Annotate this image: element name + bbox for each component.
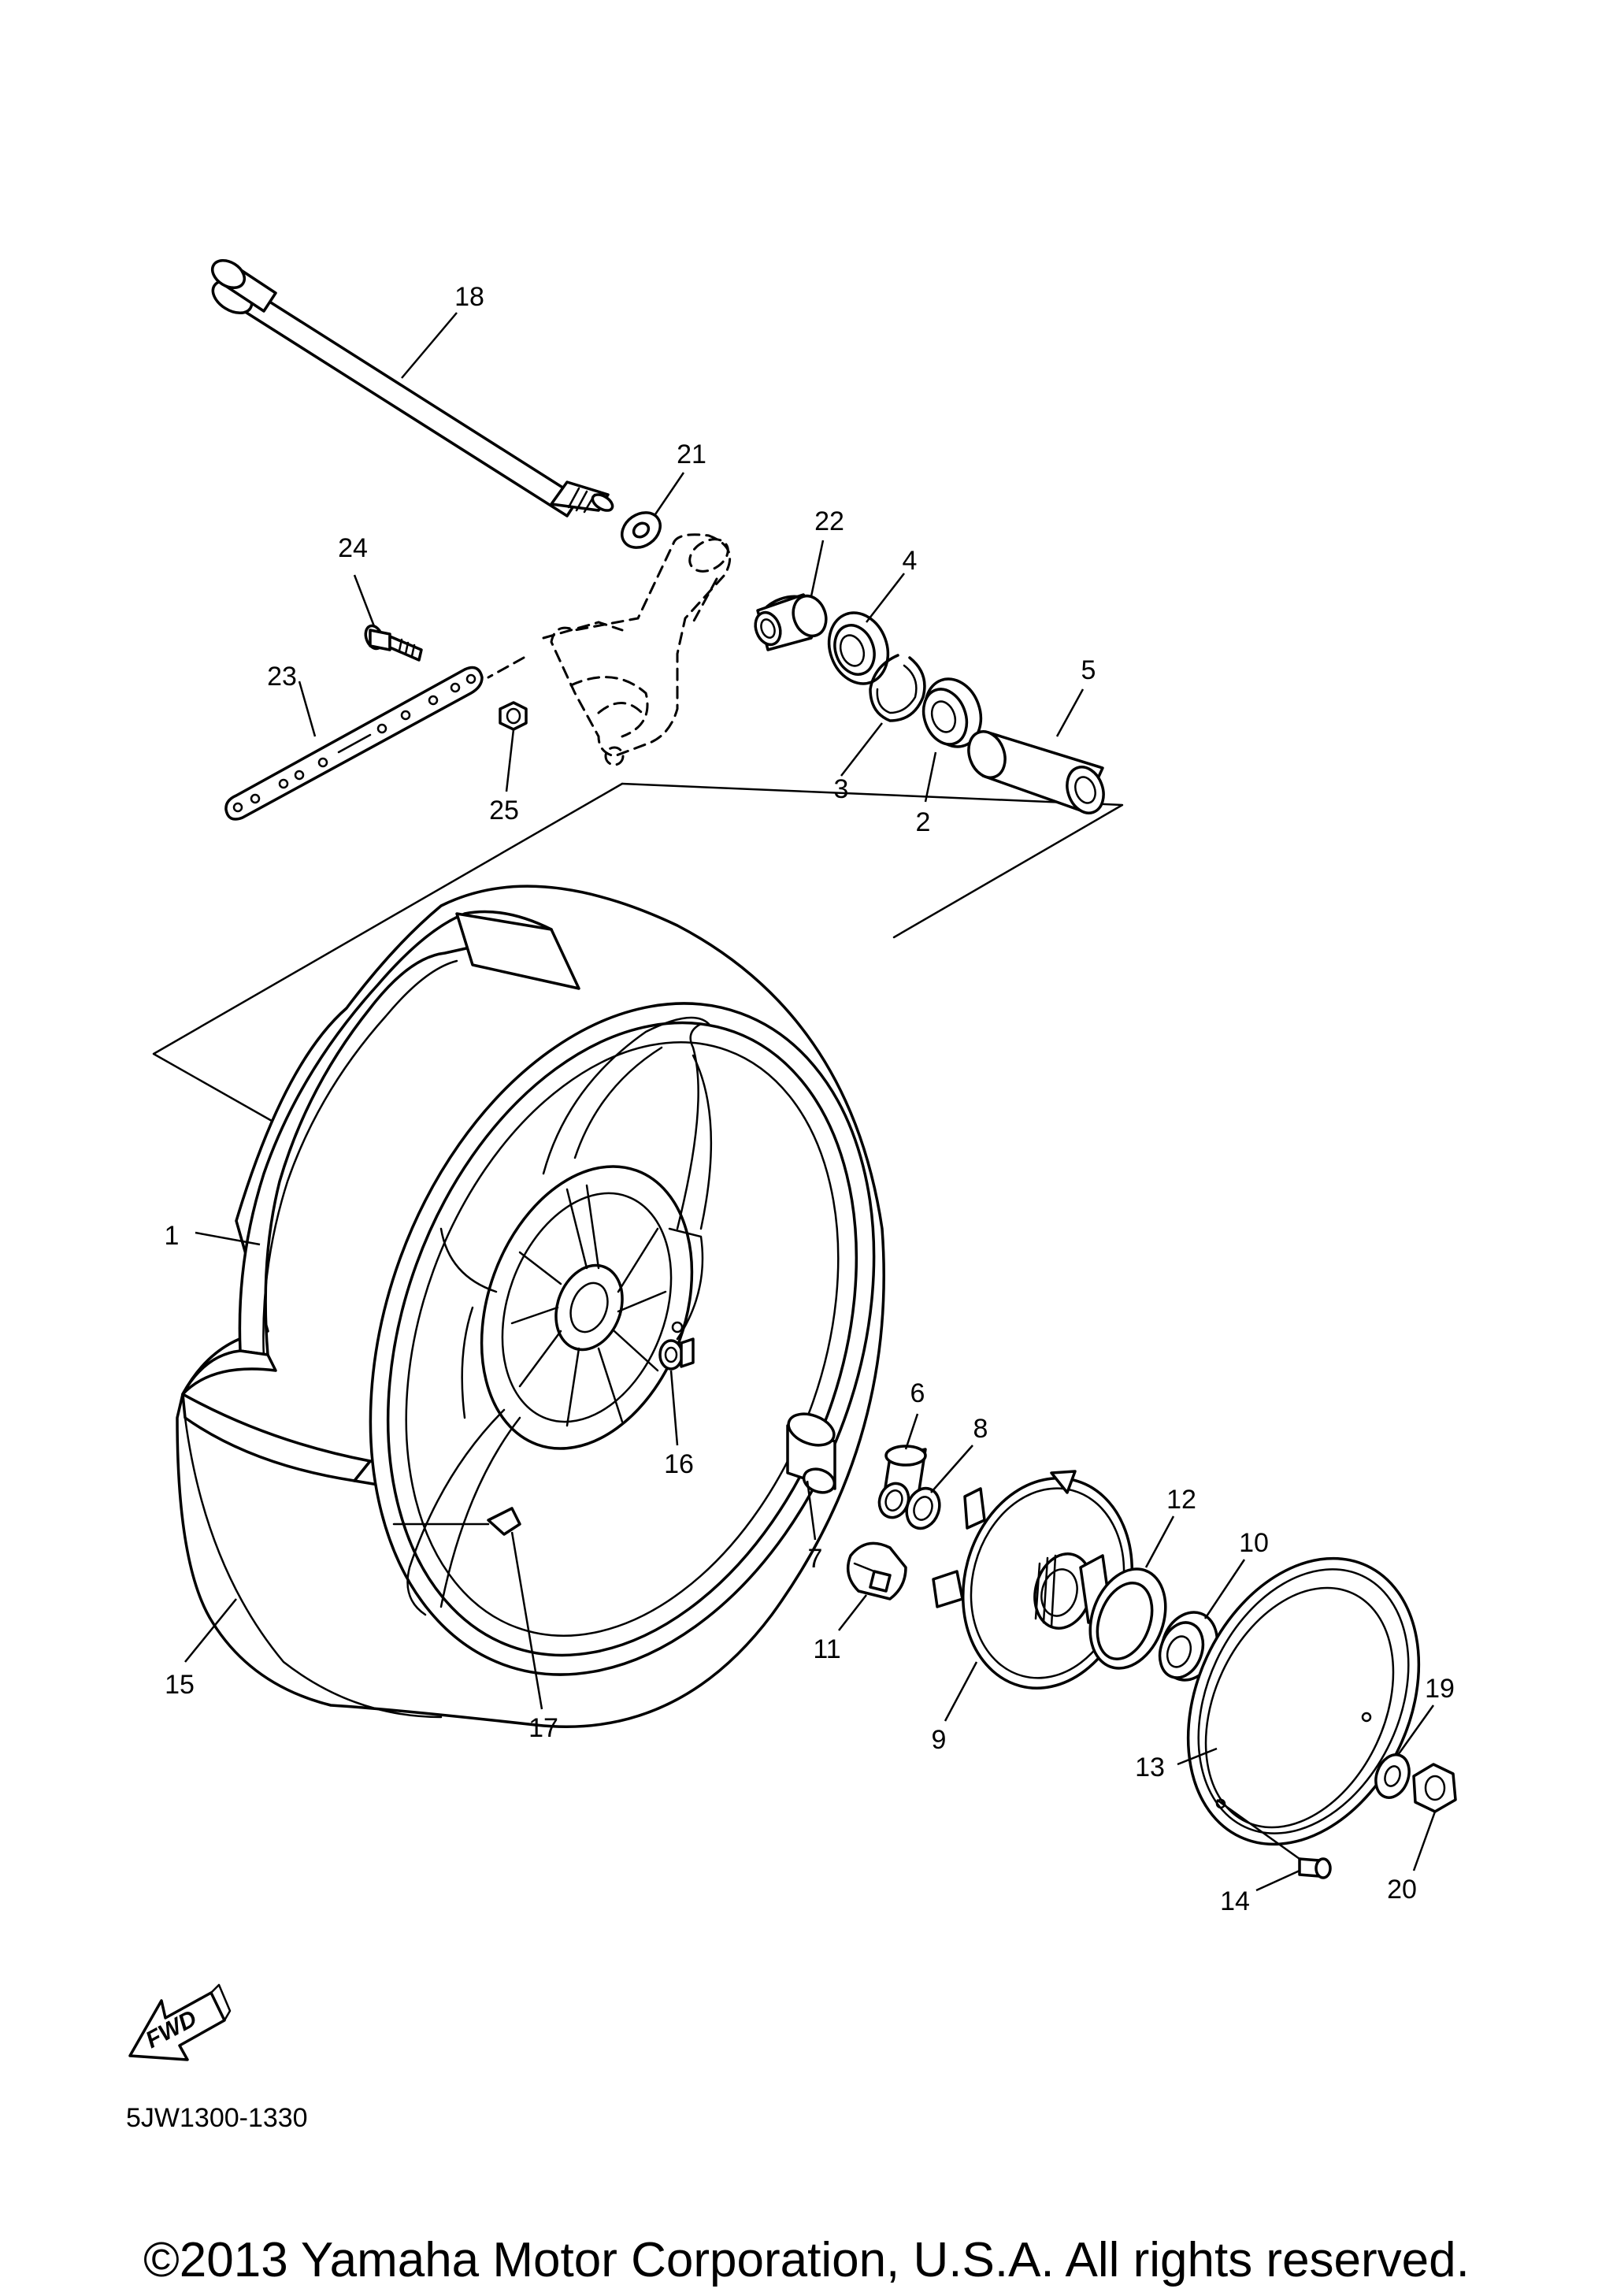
callout-16: 16 xyxy=(664,1449,694,1479)
copyright-notice: ©2013 Yamaha Motor Corporation, U.S.A. A… xyxy=(143,2233,1470,2287)
spacer-7 xyxy=(786,1412,836,1494)
driven-flange-9 xyxy=(932,1470,1134,1690)
oil-seal-4 xyxy=(827,611,890,685)
collar-22 xyxy=(754,593,828,651)
circlip-3 xyxy=(869,654,926,722)
callout-1: 1 xyxy=(165,1221,180,1251)
callout-3: 3 xyxy=(834,774,849,804)
callout-13: 13 xyxy=(1135,1753,1165,1782)
callout-23: 23 xyxy=(267,662,297,692)
nut-25 xyxy=(499,701,528,731)
callout-7: 7 xyxy=(808,1544,823,1574)
oil-seal-12 xyxy=(1088,1567,1167,1670)
axle-nut-20 xyxy=(1412,1763,1457,1813)
callout-14: 14 xyxy=(1220,1886,1250,1916)
diagram-code: 5JW1300-1330 xyxy=(126,2103,308,2133)
callout-18: 18 xyxy=(454,282,484,312)
callout-21: 21 xyxy=(677,440,706,469)
torque-rod-bolt xyxy=(364,624,423,662)
cover-13 xyxy=(1186,1556,1421,1846)
leader-lines xyxy=(184,312,1437,1892)
bearing-2 xyxy=(921,677,983,748)
spacer-5 xyxy=(967,730,1105,814)
collar-21 xyxy=(621,511,662,549)
fwd-arrow-icon: FWD xyxy=(128,1983,232,2061)
callout-8: 8 xyxy=(973,1414,988,1444)
callout-4: 4 xyxy=(903,546,918,576)
callout-17: 17 xyxy=(528,1713,558,1743)
washer-19 xyxy=(1374,1753,1411,1799)
callout-15: 15 xyxy=(165,1670,195,1700)
explode-frame-lines xyxy=(152,782,1124,1136)
cast-wheel xyxy=(176,885,885,1728)
callout-25: 25 xyxy=(489,796,519,825)
callout-9: 9 xyxy=(932,1725,947,1755)
callout-12: 12 xyxy=(1166,1485,1196,1515)
front-axle xyxy=(210,258,614,517)
callout-19: 19 xyxy=(1425,1674,1455,1704)
oil-seal-8 xyxy=(905,1486,941,1530)
callout-5: 5 xyxy=(1081,655,1096,685)
callout-22: 22 xyxy=(814,506,844,536)
part-callouts: 1 2 3 4 5 6 7 8 9 10 11 12 13 14 15 16 1… xyxy=(165,282,1455,1916)
callout-6: 6 xyxy=(910,1378,925,1408)
caliper-bracket xyxy=(487,533,732,766)
torque-rod xyxy=(224,666,484,821)
screw-14 xyxy=(1298,1857,1332,1879)
callout-2: 2 xyxy=(916,807,931,837)
callout-10: 10 xyxy=(1239,1528,1269,1558)
damper-11 xyxy=(846,1541,907,1601)
callout-24: 24 xyxy=(338,533,368,563)
callout-11: 11 xyxy=(813,1634,840,1664)
callout-20: 20 xyxy=(1387,1875,1417,1905)
